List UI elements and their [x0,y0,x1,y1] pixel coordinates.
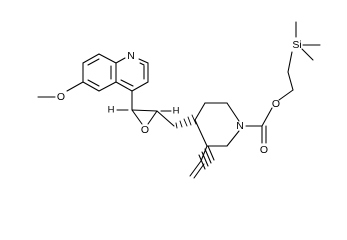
stereo-hash-bond [175,114,197,129]
bond [301,48,314,61]
methoxy-group [37,81,84,98]
bond [98,53,117,64]
epoxide-oxygen-label: O [141,124,149,136]
bond [189,160,202,177]
bond [187,116,192,126]
bond [194,102,206,121]
chemical-structure: N O O H H N O O Si [37,21,321,179]
quinoline-nitrogen-label: N [127,50,135,62]
bond [131,109,158,112]
bond [191,114,197,125]
epoxide-hydrogen-right-label: H [173,106,180,117]
bond [183,118,188,127]
bond [287,51,293,73]
molecule-canvas: N O O H H N O O Si [37,21,321,179]
bond [198,154,206,170]
bond [287,71,294,91]
epoxide-ring [116,109,172,125]
piperidine-nitrogen-label: N [236,120,244,132]
bond [139,62,145,66]
bond [131,109,143,125]
bond [115,81,133,92]
carbamate-group [245,107,273,144]
bond [98,81,117,92]
vinyl-group [189,145,215,179]
bond [226,102,240,122]
bond [115,57,126,64]
bond [179,120,183,128]
epoxide-hydrogen-left-label: H [108,105,115,116]
bond [194,119,208,147]
silylethyl-chain [278,21,321,101]
bond [131,81,149,92]
methoxy-oxygen-label: O [57,91,65,103]
bond [261,107,273,127]
bond [120,79,134,87]
bond [82,53,100,64]
carbamate-ester-oxygen-label: O [272,98,280,110]
bond [204,148,212,164]
bond [193,163,205,179]
bond [147,110,158,125]
piperidine-ring [194,102,240,147]
bond [66,81,84,92]
bond [226,130,240,147]
bond [156,110,175,127]
quinoline-ring [82,53,149,92]
bond [278,89,294,101]
silicon-label: Si [292,39,301,51]
bond [175,122,178,129]
bond [87,58,100,66]
carbamate-carbonyl-oxygen-label: O [260,144,268,156]
bond [201,151,209,167]
bond [87,79,100,87]
bond [138,58,149,64]
bond [200,145,208,162]
bond [207,145,215,161]
bond [82,81,100,92]
